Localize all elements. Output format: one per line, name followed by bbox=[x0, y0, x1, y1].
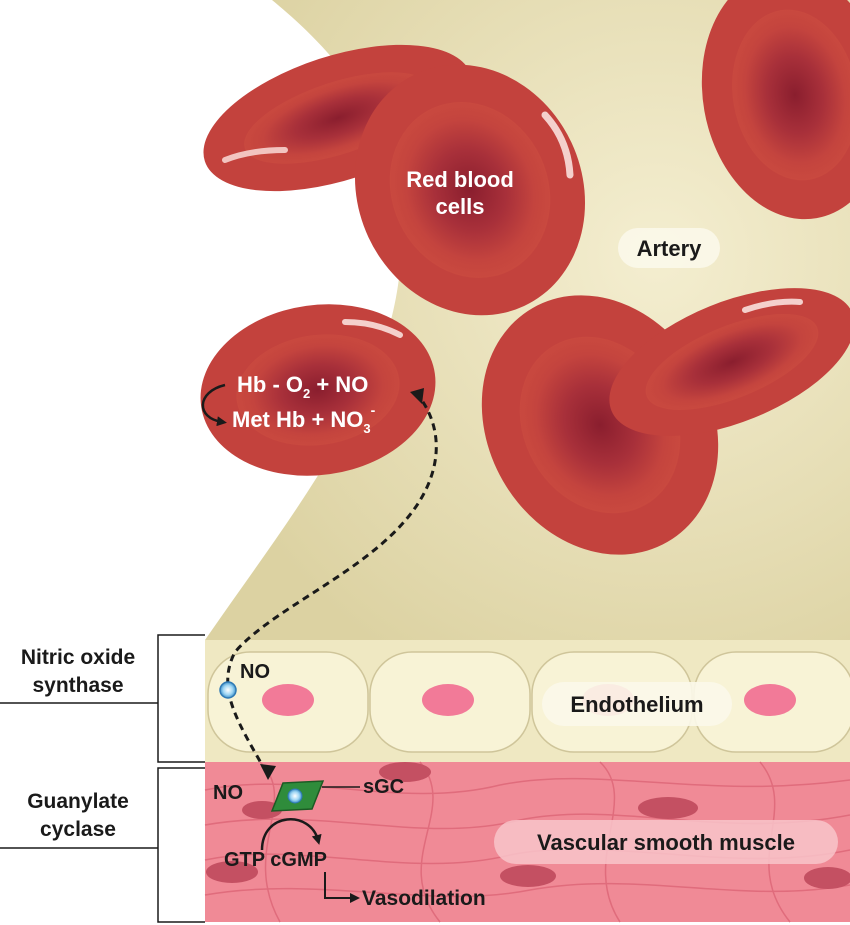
arrowhead-to-rbc bbox=[410, 388, 424, 404]
endothelium-label: Endothelium bbox=[570, 692, 703, 717]
nitric-oxide-label-line1: Nitric oxide bbox=[21, 646, 135, 669]
gtp-cgmp-curved-arrow bbox=[260, 818, 322, 851]
red-blood-cell-6 bbox=[609, 288, 850, 436]
guanylate-label-line2: cyclase bbox=[40, 818, 116, 841]
reaction-curved-arrow bbox=[201, 383, 227, 427]
no-label-muscle: NO bbox=[213, 782, 243, 804]
reaction-top: Hb - O2 + NO bbox=[237, 372, 368, 401]
vascular-smooth-muscle-label: Vascular smooth muscle bbox=[537, 830, 795, 855]
red-blood-cells-label-line1: Red blood bbox=[406, 167, 514, 192]
no-diffusion-path bbox=[226, 394, 438, 773]
muscle-nuclei bbox=[206, 762, 850, 889]
sgc-bound-no-icon bbox=[287, 788, 303, 804]
red-blood-cell-2 bbox=[354, 64, 586, 316]
vasodilation-arrow bbox=[324, 872, 360, 903]
gtp-cgmp-label: GTP cGMP bbox=[224, 849, 327, 871]
vascular-smooth-muscle-pill bbox=[494, 820, 838, 864]
endothelium-label-pill bbox=[542, 682, 732, 726]
no-molecule-icon bbox=[219, 681, 237, 699]
vasodilation-label: Vasodilation bbox=[362, 887, 486, 910]
red-blood-cell-4 bbox=[200, 304, 436, 476]
artery-label: Artery bbox=[637, 236, 703, 261]
no-label-endothelium: NO bbox=[240, 661, 270, 683]
artery-label-pill bbox=[618, 228, 720, 268]
nitric-oxide-label-line2: synthase bbox=[32, 674, 123, 697]
red-blood-cells-label-line2: cells bbox=[436, 194, 485, 219]
guanylate-label-line1: Guanylate bbox=[27, 790, 129, 813]
red-blood-cell-3 bbox=[701, 0, 850, 220]
sgc-label: sGC bbox=[363, 776, 404, 798]
left-brackets bbox=[0, 634, 205, 923]
reaction-bottom: Met Hb + NO3- bbox=[232, 402, 376, 436]
arrowhead-to-muscle bbox=[260, 764, 276, 780]
